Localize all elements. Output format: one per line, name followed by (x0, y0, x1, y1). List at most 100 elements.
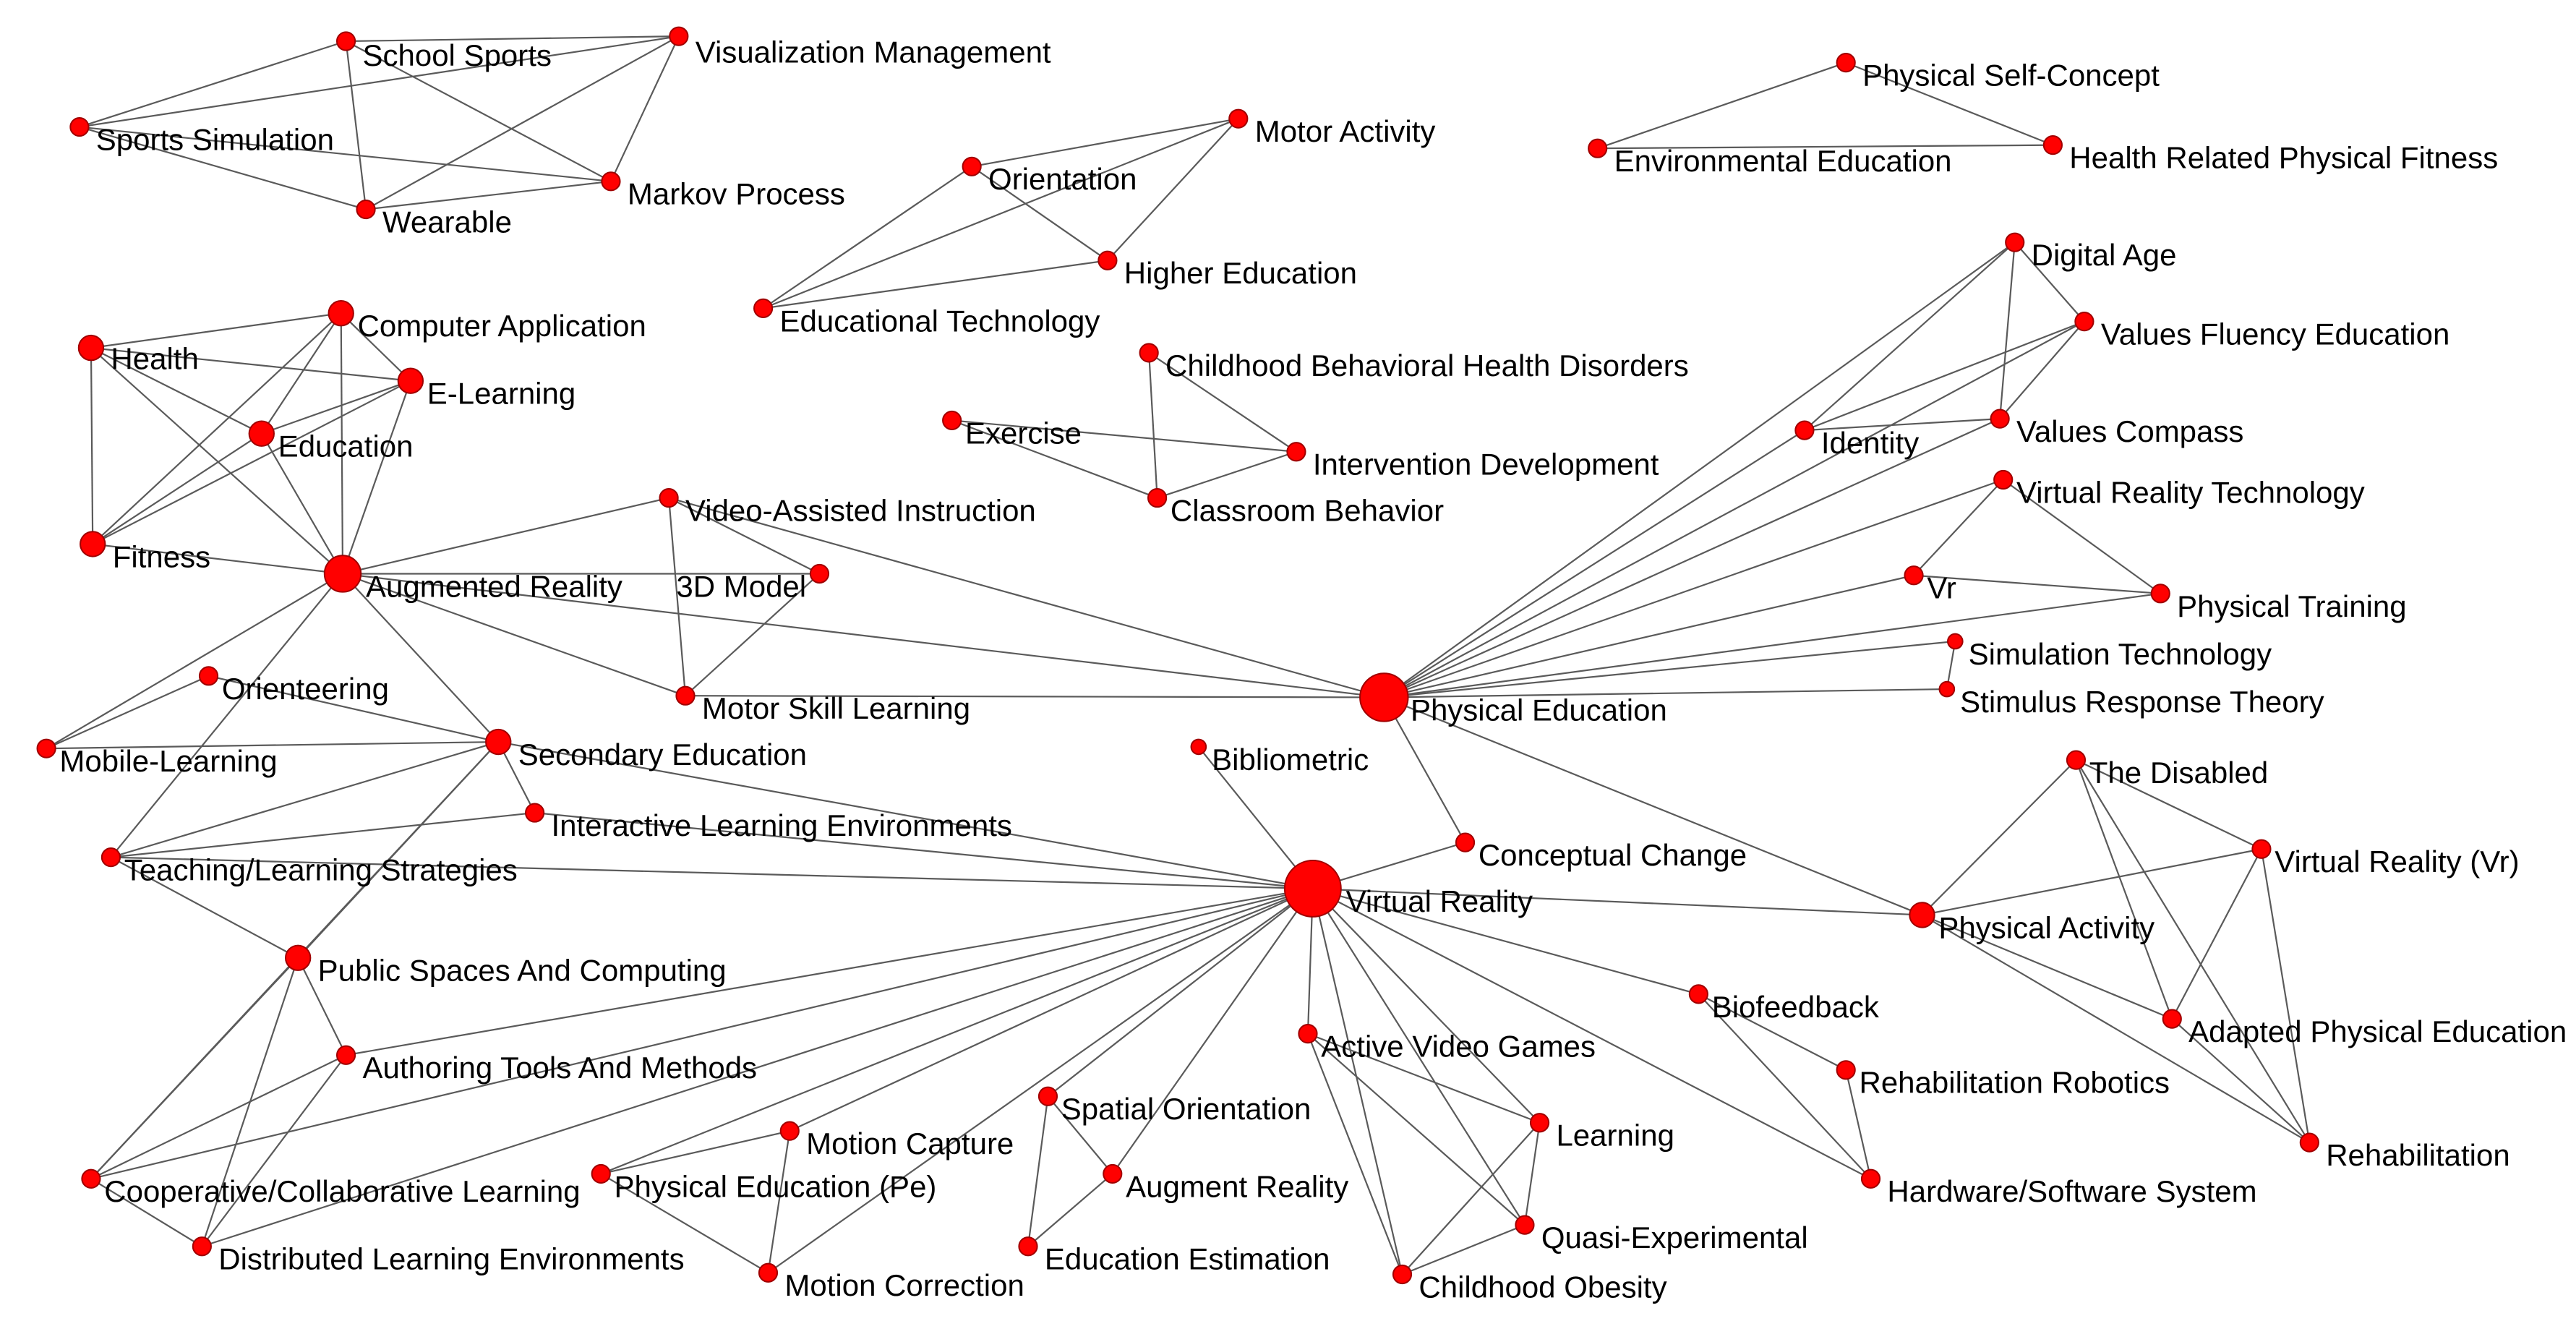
edge-3d-model--motor-skill-learning (685, 573, 821, 697)
edge-computer-application--e-learning (340, 312, 411, 382)
node-higher-education (1097, 250, 1118, 270)
edge-physical-education--physical-activity (1383, 696, 1922, 916)
edge-e-learning--education (261, 380, 411, 435)
label-secondary-education: Secondary Education (518, 738, 807, 772)
edge-e-learning--fitness (92, 380, 411, 545)
node-school-sports (335, 31, 356, 51)
edge-virtual-reality--biofeedback (1312, 887, 1699, 995)
edge-adapted-physical-education--rehabilitation (2171, 1018, 2311, 1143)
edge-virtual-reality--physical-education-pe (600, 887, 1314, 1175)
node-visualization-management (669, 26, 689, 46)
node-3d-model (809, 563, 830, 584)
label-physical-training: Physical Training (2177, 589, 2406, 623)
label-environmental-education: Environmental Education (1614, 144, 1952, 178)
edge-physical-education--conceptual-change (1383, 696, 1466, 843)
edge-cooperative-collaborative-learning--virtual-reality (90, 887, 1314, 1180)
node-hardware-software-system (1860, 1168, 1881, 1189)
label-bibliometric: Bibliometric (1212, 743, 1369, 777)
edge-active-video-games--learning (1307, 1033, 1540, 1124)
node-exercise (942, 410, 962, 431)
edge-sports-simulation--wearable (79, 126, 367, 210)
edge-augmented-reality--mobile-learning (46, 573, 343, 750)
edge-learning--childhood-obesity (1401, 1122, 1541, 1275)
edge-health--augmented-reality (90, 347, 343, 575)
node-motor-activity (1228, 108, 1249, 129)
edge-the-disabled--virtual-reality-vr (2075, 759, 2262, 850)
edge-values-fluency-education--values-compass (1999, 320, 2085, 419)
node-rehabilitation (2299, 1132, 2319, 1153)
label-quasi-experimental: Quasi-Experimental (1541, 1221, 1808, 1255)
node-cooperative-collaborative-learning (81, 1168, 101, 1189)
edge-orientation--motor-activity (971, 118, 1238, 168)
edge-motion-capture--motion-correction (767, 1130, 791, 1273)
node-virtual-reality-technology (1993, 469, 2014, 490)
label-conceptual-change: Conceptual Change (1479, 838, 1747, 872)
label-vr: Vr (1927, 571, 1956, 605)
label-values-fluency-education: Values Fluency Education (2101, 317, 2450, 351)
edge-virtual-reality-vr--adapted-physical-education (2171, 848, 2262, 1020)
label-hardware-software-system: Hardware/Software System (1887, 1174, 2256, 1208)
label-augment-reality: Augment Reality (1126, 1169, 1348, 1203)
edge-education--augmented-reality (260, 433, 343, 575)
edge-virtual-reality-technology--physical-education (1383, 479, 2004, 698)
edge-visualization-management--markov-process (609, 35, 680, 182)
label-adapted-physical-education: Adapted Physical Education (2188, 1014, 2567, 1048)
node-education-estimation (1018, 1236, 1038, 1257)
edge-computer-application--augmented-reality (340, 313, 344, 574)
edge-motor-activity--higher-education (1107, 118, 1239, 262)
edge-secondary-education--virtual-reality (498, 740, 1314, 890)
node-distributed-learning-environments (192, 1236, 212, 1257)
edge-simulation-technology--physical-education (1384, 640, 1956, 698)
edge-health--fitness (90, 348, 94, 544)
edge-digital-age--values-compass (1999, 242, 2016, 419)
label-motion-correction: Motion Correction (784, 1268, 1024, 1302)
edge-health--education (90, 347, 262, 435)
label-teaching-learning-strategies: Teaching/Learning Strategies (124, 853, 518, 887)
node-simulation-technology (1947, 633, 1964, 650)
edge-school-sports--sports-simulation (79, 40, 346, 128)
node-adapted-physical-education (2162, 1009, 2182, 1029)
edge-digital-age--identity (1804, 242, 2016, 431)
edge-teaching-learning-strategies--virtual-reality (111, 856, 1313, 890)
edge-vr--physical-education (1384, 574, 1914, 698)
label-e-learning: E-Learning (427, 377, 575, 411)
edge-bibliometric--virtual-reality (1197, 746, 1314, 889)
label-orienteering: Orienteering (222, 672, 389, 706)
node-values-compass (1990, 409, 2010, 429)
label-virtual-reality-vr: Virtual Reality (Vr) (2275, 845, 2519, 879)
edge-visualization-management--wearable (365, 35, 680, 210)
node-motor-skill-learning (675, 685, 696, 706)
node-teaching-learning-strategies (100, 847, 121, 868)
edge-orientation--higher-education (971, 166, 1108, 262)
edge-authoring-tools-and-methods--cooperative-collaborative-learning (90, 1054, 347, 1180)
edge-school-sports--wearable (345, 40, 367, 210)
edge-authoring-tools-and-methods--distributed-learning-environments (201, 1054, 347, 1247)
edge-physical-activity--rehabilitation (1921, 914, 2310, 1144)
label-motor-skill-learning: Motor Skill Learning (702, 691, 970, 725)
node-motion-correction (758, 1262, 779, 1283)
edge-values-fluency-education--identity (1804, 320, 2085, 432)
node-rehabilitation-robotics (1836, 1060, 1856, 1080)
node-mobile-learning (36, 738, 56, 758)
node-education (248, 420, 275, 447)
node-classroom-behavior (1147, 487, 1168, 508)
label-intervention-development: Intervention Development (1313, 448, 1659, 482)
label-sports-simulation: Sports Simulation (96, 122, 334, 156)
edge-cooperative-collaborative-learning--distributed-learning-environments (90, 1178, 202, 1247)
edge-interactive-learning-environments--teaching-learning-strategies (111, 811, 535, 858)
edge-physical-activity--virtual-reality-vr (1922, 848, 2262, 916)
label-visualization-management: Visualization Management (696, 35, 1051, 69)
edge-virtual-reality--motion-capture (789, 887, 1314, 1132)
node-physical-self-concept (1836, 53, 1856, 73)
edge-virtual-reality--augment-reality (1111, 888, 1314, 1175)
node-fitness (80, 531, 106, 557)
node-the-disabled (2066, 750, 2087, 770)
label-distributed-learning-environments: Distributed Learning Environments (218, 1242, 684, 1276)
label-augmented-reality: Augmented Reality (366, 569, 622, 603)
label-3d-model: 3D Model (676, 569, 806, 603)
label-spatial-orientation: Spatial Orientation (1061, 1092, 1311, 1126)
edge-physical-activity--adapted-physical-education (1922, 914, 2173, 1020)
label-motor-activity: Motor Activity (1255, 114, 1436, 148)
